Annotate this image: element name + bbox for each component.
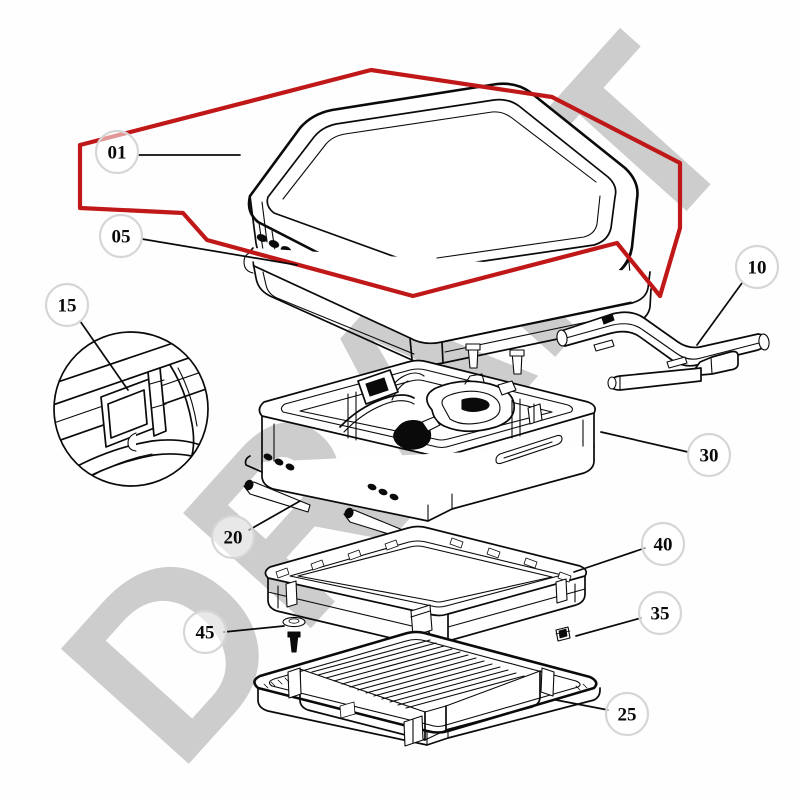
callout-number-05: 05 (112, 227, 131, 248)
callout-number-01: 01 (108, 143, 127, 164)
callout-circle-05[interactable] (98, 213, 144, 259)
base-hinge-knuckles-front (367, 483, 399, 501)
base-hinge-knuckles-left (263, 453, 295, 471)
callout-number-30: 30 (700, 446, 719, 467)
callout-25[interactable]: 25 (555, 691, 650, 737)
grille-louvres (311, 639, 525, 709)
callout-circle-01[interactable] (94, 129, 140, 175)
callout-circle-40[interactable] (640, 521, 686, 567)
part-screw-and-washer (282, 616, 306, 653)
part-dome-lid (247, 82, 639, 337)
callout-circle-35[interactable] (637, 590, 683, 636)
small-pins-group (593, 339, 688, 369)
callout-20[interactable]: 20 (210, 500, 301, 560)
leader-line-30 (600, 431, 689, 453)
leader-line-45 (223, 625, 285, 633)
leader-line-15 (79, 320, 129, 391)
part-01-red-highlight (77, 67, 683, 299)
part-base-frame-assembly (244, 343, 596, 522)
part-retaining-clip (555, 626, 571, 642)
leader-line-05 (141, 238, 298, 266)
callout-circle-20[interactable] (210, 514, 256, 560)
callout-circle-25[interactable] (604, 691, 650, 737)
leader-line-25 (555, 699, 609, 711)
callout-15[interactable]: 15 (44, 282, 129, 391)
callout-40[interactable]: 40 (573, 521, 686, 573)
callout-number-40: 40 (654, 535, 673, 556)
part-inner-frame (264, 525, 588, 648)
part-grille-panel (253, 630, 601, 747)
detail-circle-15 (53, 331, 209, 487)
callout-circle-15[interactable] (44, 282, 90, 328)
callout-circle-45[interactable] (182, 609, 228, 655)
leader-line-35 (575, 617, 642, 637)
leader-line-20 (248, 500, 301, 531)
callout-circle-30[interactable] (686, 432, 732, 478)
part-lift-arm (556, 311, 770, 391)
leader-line-40 (573, 547, 646, 573)
callout-45[interactable]: 45 (182, 609, 285, 655)
callout-35[interactable]: 35 (575, 590, 683, 637)
frame-screws-top (465, 343, 525, 375)
blower-motor (426, 373, 517, 433)
callout-circle-10[interactable] (734, 244, 780, 290)
callout-30[interactable]: 30 (600, 431, 732, 478)
callout-number-15: 15 (58, 296, 77, 317)
callout-number-45: 45 (196, 623, 215, 644)
callout-number-20: 20 (224, 528, 243, 549)
callout-number-10: 10 (748, 258, 767, 279)
callout-number-35: 35 (651, 604, 670, 625)
rim-texture (263, 677, 588, 691)
callout-number-25: 25 (618, 705, 637, 726)
inner-frame-tabs (275, 537, 572, 583)
callout-05[interactable]: 05 (98, 213, 298, 266)
leader-line-10 (696, 282, 743, 346)
callout-10[interactable]: 10 (696, 244, 780, 346)
callout-01[interactable]: 01 (94, 129, 241, 175)
